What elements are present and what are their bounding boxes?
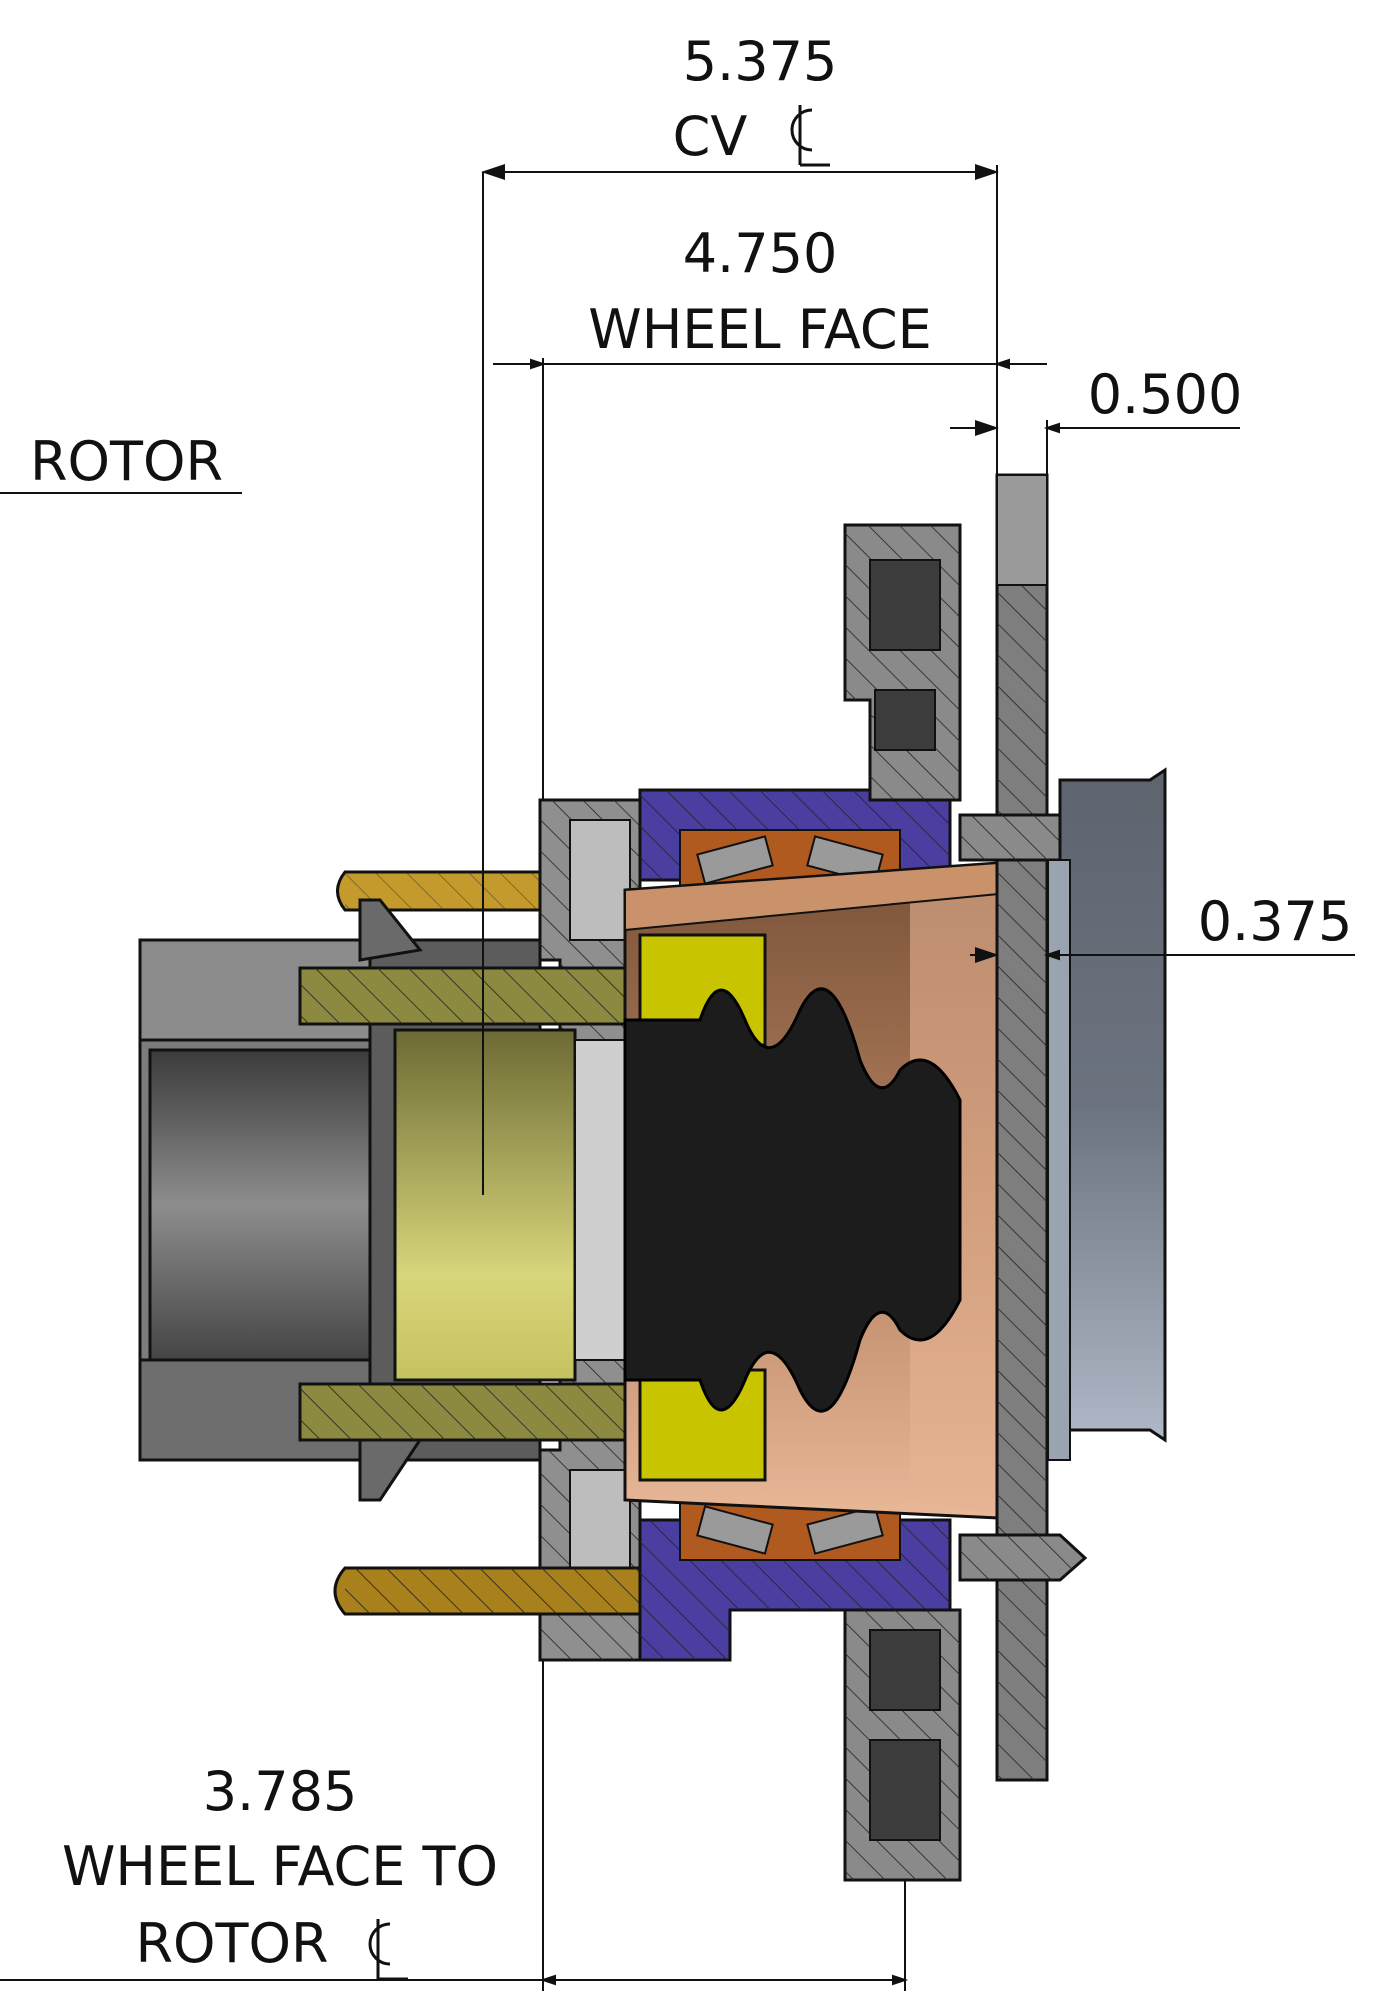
dim-wheel-face-label: WHEEL FACE [588,298,931,361]
dim-wheel-face-to-rotor-value: 3.785 [203,1760,358,1823]
dim-cv-cl-value: 5.375 [683,30,838,93]
cv-boot [623,987,962,1413]
rotor-bolts [958,813,1088,1582]
drive-cup [1047,767,1167,1461]
coupling-spacer [393,1028,577,1382]
wheel-stud-bottom [333,1566,642,1616]
mounting-bolt-bottom [298,1382,627,1442]
dim-wheel-face-to-rotor-label-1: WHEEL FACE TO [62,1835,498,1898]
dim-rotor-offset-value: 0.500 [1088,363,1243,426]
dim-wheel-face-to-rotor-label-2: ROTOR [135,1912,328,1975]
rotor-callout: ROTOR [30,430,223,493]
dimension-lines [0,164,1355,1991]
dim-hub-offset-value: 0.375 [1198,890,1353,953]
dim-wheel-face-value: 4.750 [683,222,838,285]
wheel-rim-section [843,523,962,1882]
splined-shaft [574,1039,626,1361]
centerline-symbol-rotor [368,1919,408,1981]
wheel-stud-top [336,870,542,912]
mounting-bolt-top [298,966,627,1026]
dim-cv-cl-label: CV [673,105,748,168]
centerline-symbol-cv [790,105,830,167]
brake-rotor [995,473,1049,1782]
